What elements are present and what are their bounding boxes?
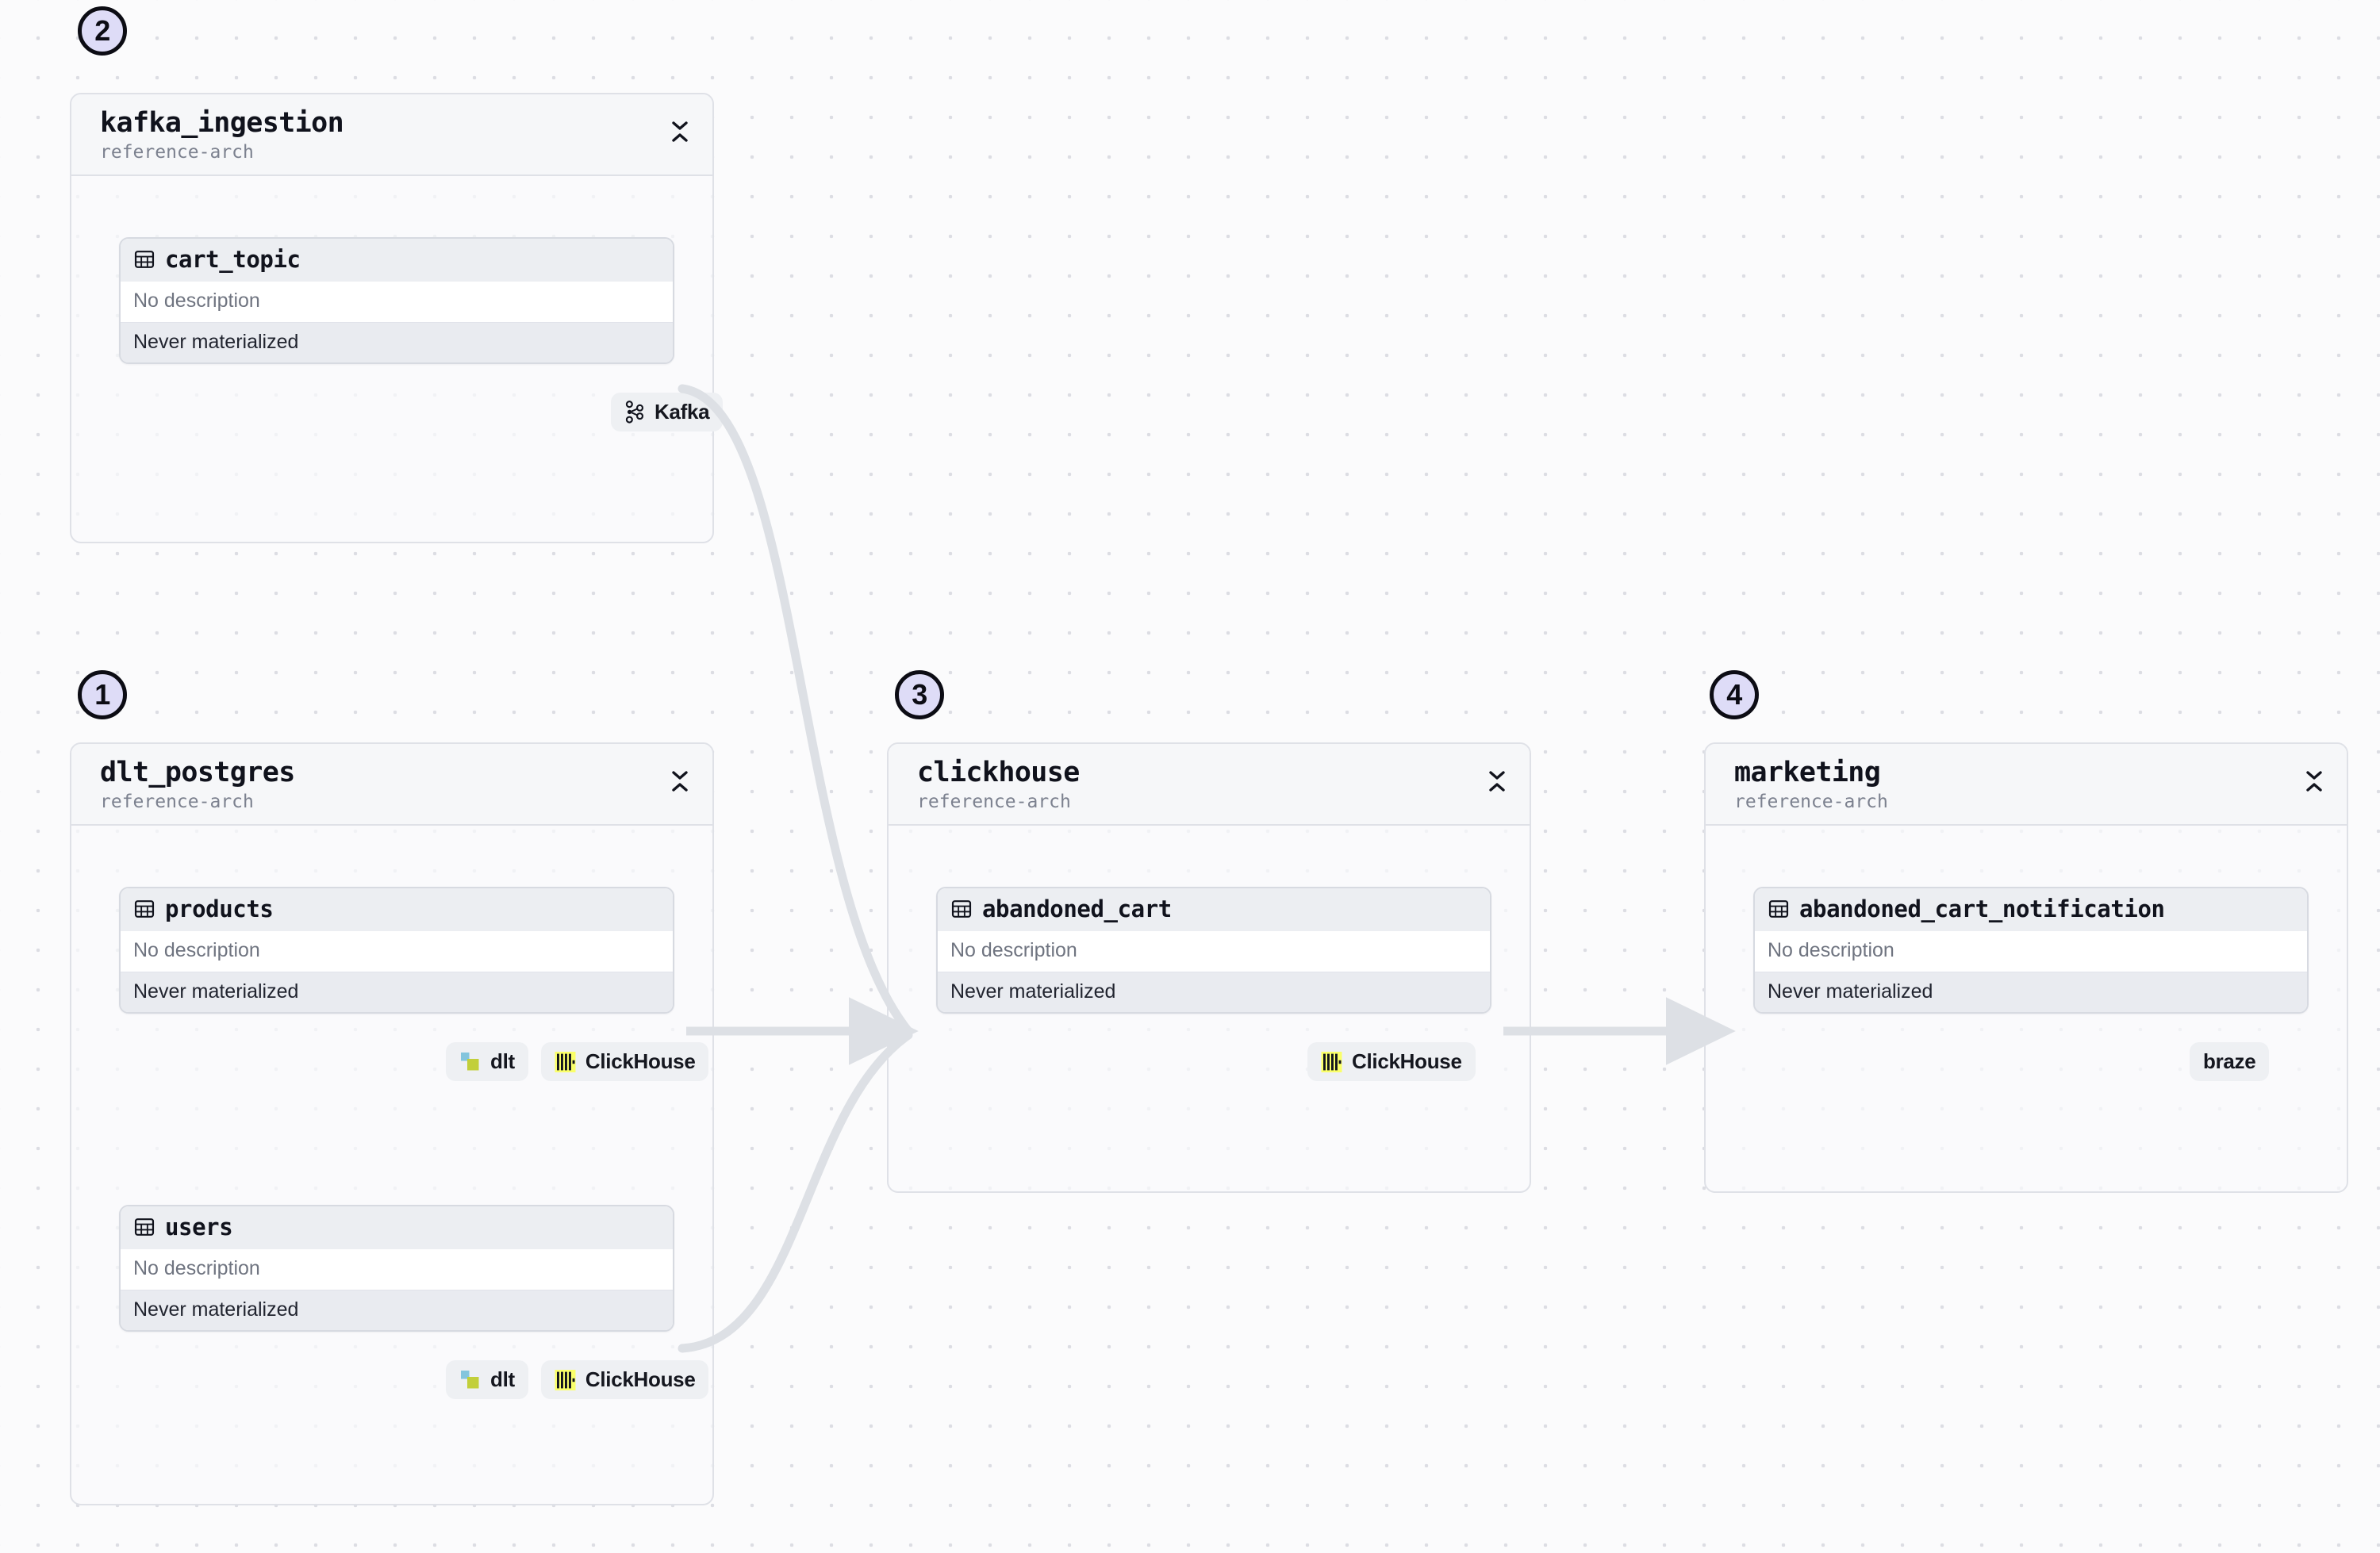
tech-badge-clickhouse[interactable]: ClickHouse — [1307, 1042, 1476, 1081]
tech-badge-row: braze — [2190, 1042, 2270, 1081]
table-card-cart-topic[interactable]: cart_topic No description Never material… — [119, 237, 674, 364]
table-description: No description — [121, 931, 673, 972]
group-header[interactable]: marketing reference-arch — [1706, 744, 2347, 826]
table-grid-icon — [951, 900, 972, 918]
tech-badge-row: dlt ClickHouse — [446, 1042, 709, 1081]
collapse-chevrons-icon[interactable] — [2302, 768, 2326, 795]
tech-badge-clickhouse[interactable]: ClickHouse — [540, 1042, 709, 1081]
table-name: abandoned_cart_notification — [1799, 895, 2165, 922]
table-description: No description — [938, 931, 1490, 972]
table-description: No description — [121, 282, 673, 322]
table-description: No description — [1755, 931, 2307, 972]
tech-badge-label: ClickHouse — [585, 1367, 696, 1391]
group-header[interactable]: clickhouse reference-arch — [889, 744, 1530, 826]
table-name: cart_topic — [165, 246, 301, 273]
group-subtitle: reference-arch — [100, 142, 254, 163]
clickhouse-logo-icon — [555, 1051, 576, 1072]
tech-badge-row: dlt ClickHouse — [446, 1360, 709, 1399]
table-materialization-status: Never materialized — [938, 971, 1490, 1012]
step-badge-1[interactable]: 1 — [78, 670, 127, 719]
group-subtitle: reference-arch — [1734, 792, 1888, 813]
group-body: products No description Never materializ… — [71, 826, 712, 1504]
group-title-block: kafka_ingestion reference-arch — [100, 107, 344, 165]
group-title-block: marketing reference-arch — [1734, 757, 1888, 815]
collapse-chevrons-icon[interactable] — [1485, 768, 1509, 795]
kafka-logo-icon — [625, 401, 644, 424]
group-title: marketing — [1734, 757, 1881, 788]
tech-badge-clickhouse[interactable]: ClickHouse — [540, 1360, 709, 1399]
tech-badge-label: dlt — [490, 1367, 515, 1391]
table-card-abandoned-cart-notification[interactable]: abandoned_cart_notification No descripti… — [1753, 887, 2309, 1014]
collapse-chevrons-icon[interactable] — [668, 118, 692, 145]
table-card-header: abandoned_cart — [938, 888, 1490, 931]
edge-cart-topic-to-abandoned-cart — [678, 384, 913, 1036]
table-materialization-status: Never materialized — [121, 971, 673, 1012]
table-grid-icon — [134, 1218, 155, 1236]
dlt-logo-icon — [461, 1370, 479, 1388]
table-name: users — [165, 1214, 233, 1240]
tech-badge-label: Kafka — [654, 400, 710, 424]
tech-badge-dlt[interactable]: dlt — [446, 1042, 528, 1081]
group-title-block: clickhouse reference-arch — [917, 757, 1080, 815]
table-description: No description — [121, 1249, 673, 1290]
table-materialization-status: Never materialized — [121, 321, 673, 362]
table-grid-icon — [1768, 900, 1789, 918]
collapse-chevrons-icon[interactable] — [668, 768, 692, 795]
table-materialization-status: Never materialized — [121, 1289, 673, 1330]
table-grid-icon — [134, 251, 155, 268]
step-badge-4[interactable]: 4 — [1710, 670, 1759, 719]
table-card-users[interactable]: users No description Never materialized — [119, 1205, 674, 1332]
group-subtitle: reference-arch — [917, 792, 1071, 813]
group-node-clickhouse[interactable]: clickhouse reference-arch abandoned_cart… — [887, 742, 1531, 1193]
step-badge-2[interactable]: 2 — [78, 6, 127, 56]
table-card-abandoned-cart[interactable]: abandoned_cart No description Never mate… — [936, 887, 1491, 1014]
group-title: kafka_ingestion — [100, 107, 344, 139]
tech-badge-row: ClickHouse — [1307, 1042, 1476, 1081]
table-name: products — [165, 895, 274, 922]
table-card-products[interactable]: products No description Never materializ… — [119, 887, 674, 1014]
table-card-header: cart_topic — [121, 239, 673, 282]
tech-badge-label: braze — [2203, 1049, 2256, 1073]
table-materialization-status: Never materialized — [1755, 971, 2307, 1012]
clickhouse-logo-icon — [1321, 1051, 1342, 1072]
group-header[interactable]: kafka_ingestion reference-arch — [71, 94, 712, 176]
group-body: cart_topic No description Never material… — [71, 176, 724, 542]
table-card-header: products — [121, 888, 673, 931]
tech-badge-label: ClickHouse — [1352, 1049, 1462, 1073]
group-subtitle: reference-arch — [100, 792, 254, 813]
step-badge-3[interactable]: 3 — [895, 670, 944, 719]
group-node-kafka-ingestion[interactable]: kafka_ingestion reference-arch cart_topi… — [70, 93, 724, 543]
group-title-block: dlt_postgres reference-arch — [100, 757, 295, 815]
table-grid-icon — [134, 900, 155, 918]
group-body: abandoned_cart_notification No descripti… — [1706, 826, 2347, 1191]
tech-badge-braze[interactable]: braze — [2190, 1042, 2270, 1081]
tech-badge-kafka[interactable]: Kafka — [611, 393, 724, 431]
tech-badge-row: Kafka — [611, 393, 724, 431]
tech-badge-label: dlt — [490, 1049, 515, 1073]
group-title: dlt_postgres — [100, 757, 295, 788]
dlt-logo-icon — [461, 1052, 479, 1070]
tech-badge-label: ClickHouse — [585, 1049, 696, 1073]
clickhouse-logo-icon — [555, 1369, 576, 1390]
edge-users-to-abandoned-cart — [678, 1030, 913, 1353]
group-node-marketing[interactable]: marketing reference-arch abandoned_cart_… — [1704, 742, 2348, 1193]
group-title: clickhouse — [917, 757, 1080, 788]
table-card-header: abandoned_cart_notification — [1755, 888, 2307, 931]
table-name: abandoned_cart — [982, 895, 1172, 922]
group-header[interactable]: dlt_postgres reference-arch — [71, 744, 712, 826]
group-body: abandoned_cart No description Never mate… — [889, 826, 1530, 1191]
group-node-dlt-postgres[interactable]: dlt_postgres reference-arch products No … — [70, 742, 714, 1505]
tech-badge-dlt[interactable]: dlt — [446, 1360, 528, 1399]
table-card-header: users — [121, 1206, 673, 1249]
